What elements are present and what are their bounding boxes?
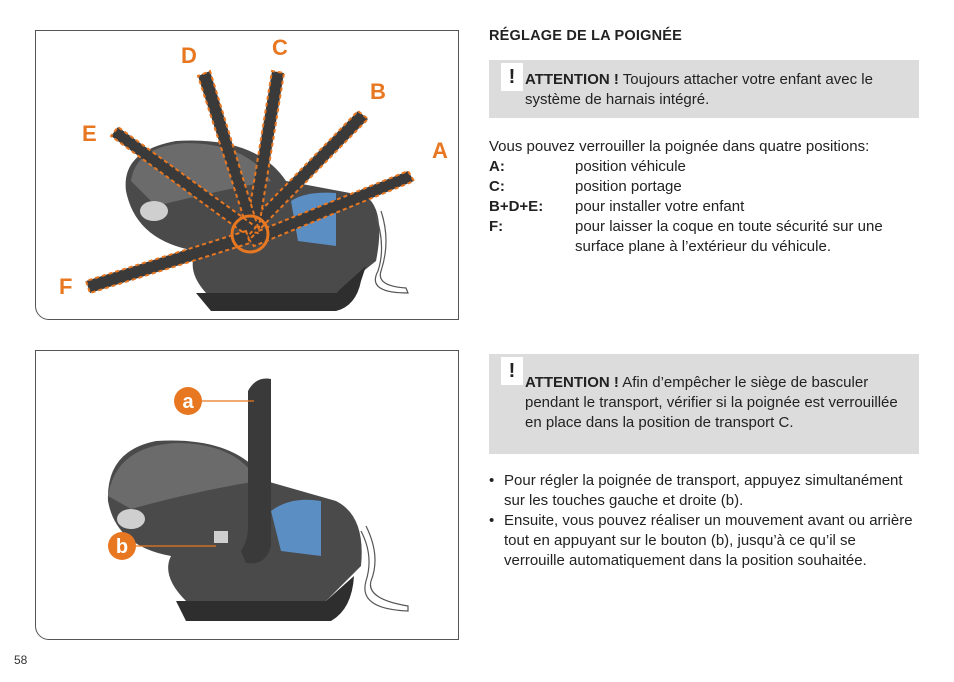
label-b: B: [370, 79, 386, 104]
label-f: F: [59, 274, 72, 299]
label-d: D: [181, 43, 197, 68]
position-value: position véhicule: [575, 158, 686, 175]
warning-label: ATTENTION !: [525, 71, 619, 88]
warning-icon: !: [501, 63, 523, 91]
position-value: position portage: [575, 178, 682, 195]
seat-base: [176, 576, 354, 621]
belt-strap: [374, 210, 409, 294]
position-row: C: position portage: [489, 177, 919, 197]
seat-insert: [271, 499, 321, 556]
seat-canopy: [108, 443, 258, 509]
position-key: A:: [489, 158, 505, 175]
page-number: 58: [14, 653, 28, 667]
position-key: F:: [489, 218, 504, 235]
carry-handle: [241, 378, 271, 564]
warning-text: ATTENTION ! Afin d’empêcher le siège de …: [525, 373, 917, 433]
position-value: pour laisser la coque en toute sécurité …: [575, 218, 883, 255]
bullet-dot: •: [489, 512, 495, 529]
position-value: pour installer votre enfant: [575, 198, 745, 215]
position-row: F: pour laisser la coque en toute sécuri…: [489, 217, 919, 257]
callout-a-label: a: [182, 391, 194, 413]
list-item: • Ensuite, vous pouvez réaliser un mouve…: [489, 511, 919, 571]
handle-positions-illustration: A B C D E F: [59, 35, 448, 311]
callout-b: [108, 532, 136, 560]
positions-list: A: position véhicule C: position portage…: [489, 157, 919, 257]
warning-box-harness: ! ATTENTION ! Toujours attacher votre en…: [489, 60, 919, 118]
warning-text: ATTENTION ! Toujours attacher votre enfa…: [525, 70, 915, 110]
handle-pivot: [230, 214, 270, 254]
label-a: A: [432, 138, 448, 163]
position-row: B+D+E: pour installer votre enfant: [489, 197, 919, 217]
bullet-dot: •: [489, 472, 495, 489]
seat-side-button: [117, 509, 145, 529]
seat-side-button: [140, 201, 168, 221]
position-key: C:: [489, 178, 505, 195]
seat-base: [196, 266, 366, 311]
warning-body: Afin d’empêcher le siège de basculer pen…: [525, 374, 898, 431]
instruction-list: • Pour régler la poignée de transport, a…: [489, 471, 919, 571]
callout-a: [174, 387, 202, 415]
label-e: E: [82, 121, 97, 146]
handle-position-e: [109, 125, 258, 238]
position-row: A: position véhicule: [489, 157, 919, 177]
warning-body: Toujours attacher votre enfant avec le s…: [525, 71, 873, 108]
figure-handle-positions: A B C D E F: [35, 30, 459, 320]
handle-position-f: [84, 229, 252, 295]
handle-position-c: [244, 69, 286, 235]
release-button: [214, 531, 228, 543]
position-key: B+D+E:: [489, 198, 544, 215]
warning-label: ATTENTION !: [525, 374, 619, 391]
belt-strap: [360, 525, 409, 612]
label-c: C: [272, 35, 288, 60]
warning-box-tipping: ! ATTENTION ! Afin d’empêcher le siège d…: [489, 354, 919, 454]
warning-icon: !: [501, 357, 523, 385]
figure-handle-adjustment: a b: [35, 350, 459, 640]
handle-adjustment-illustration: a b: [107, 378, 409, 621]
intro-text: Vous pouvez verrouiller la poignée dans …: [489, 138, 870, 155]
list-item: • Pour régler la poignée de transport, a…: [489, 471, 919, 511]
handle-position-d: [196, 69, 260, 233]
callout-b-label: b: [116, 536, 128, 558]
bullet-text: Pour régler la poignée de transport, app…: [504, 472, 903, 509]
section-heading: RÉGLAGE DE LA POIGNÉE: [489, 28, 682, 44]
bullet-text: Ensuite, vous pouvez réaliser un mouveme…: [504, 512, 913, 569]
handle-position-a: [244, 169, 416, 248]
